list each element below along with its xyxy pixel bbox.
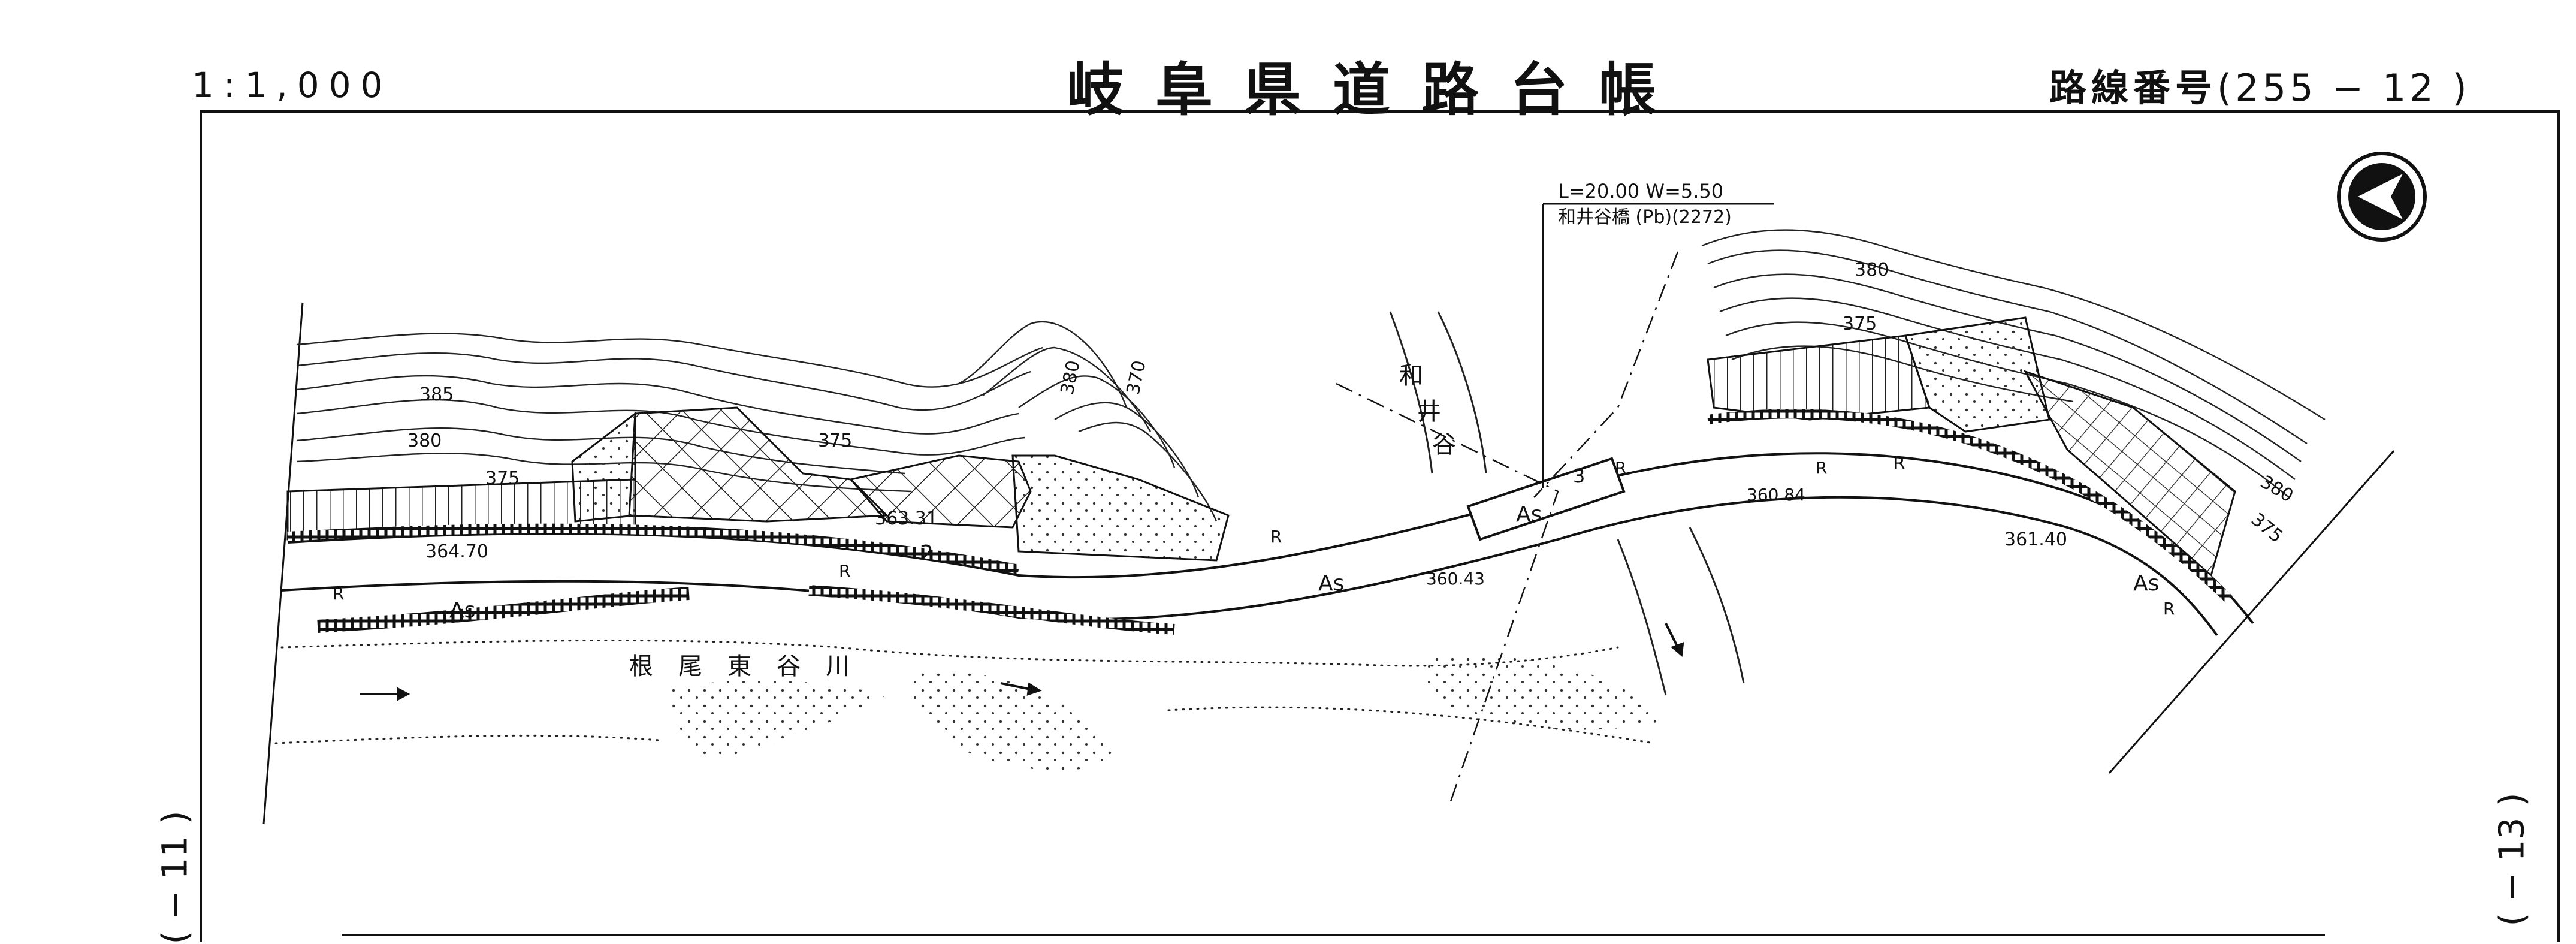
sandbar	[1424, 656, 1666, 730]
stream-label-2: 井	[1417, 398, 1441, 426]
river-name: 根尾東谷川	[629, 653, 875, 680]
pavement-label: As	[449, 598, 475, 623]
contour-elevation: 375	[2247, 509, 2287, 547]
slope-area-hatched	[1707, 334, 1931, 421]
sandbar	[911, 670, 1121, 771]
contour-elevation: 385	[419, 384, 454, 405]
contour-elevation: 370	[1123, 358, 1150, 396]
contour-elevation: 375	[818, 430, 852, 451]
slope-area-dotted	[1011, 454, 1230, 562]
road-edge-wall	[317, 587, 690, 633]
map-scale: 1:1,000	[192, 65, 392, 105]
road-edge-wall	[808, 585, 1175, 635]
contour-elevation: 380	[407, 430, 442, 451]
slope-area-dotted	[1904, 316, 2050, 433]
road-outline	[281, 452, 2254, 637]
pavement-label: As	[1318, 571, 1344, 596]
spot-elevation: 361.40	[2004, 529, 2067, 550]
centerline	[1336, 382, 1559, 804]
route-number-label: 路線番号	[2049, 66, 2218, 110]
symbol-r: R	[839, 561, 850, 581]
boundary-line	[262, 302, 304, 825]
boundary-line	[2108, 450, 2395, 774]
spot-elevation: 364.70	[425, 541, 488, 562]
symbol-r: R	[1816, 458, 1827, 478]
route-number: 路線番号(255 − 12 )	[2049, 58, 2471, 111]
contour-elevation: 380	[1057, 358, 1085, 396]
symbol-r: R	[1270, 527, 1282, 547]
spot-elevation: 360.84	[1747, 485, 1805, 505]
road-number: 2	[920, 541, 934, 566]
contour-elevation: 380	[1855, 260, 1889, 281]
stream-lines	[1389, 311, 1745, 696]
pavement-label: As	[2133, 571, 2159, 596]
symbol-r: R	[1615, 458, 1626, 478]
map-frame	[200, 110, 2560, 942]
bridge-number: 3	[1573, 465, 1585, 487]
road-edge-wall	[1707, 409, 2233, 603]
slope-area-hatched	[2023, 370, 2236, 577]
road-edge-wall	[287, 523, 1020, 574]
route-number-value: (255 − 12 )	[2217, 66, 2471, 110]
flow-arrow-icon	[360, 623, 1684, 701]
spot-elevation: 360.43	[1426, 569, 1485, 589]
contour-elevation: 375	[1843, 313, 1877, 334]
symbol-r: R	[333, 584, 344, 604]
slope-area-hatched	[628, 406, 889, 523]
stream-label-1: 和	[1399, 362, 1423, 390]
stream-label-3: 谷	[1432, 431, 1456, 459]
centerline	[1533, 251, 1679, 498]
contour-elevation: 375	[485, 468, 520, 489]
symbol-r: R	[2163, 599, 2175, 619]
bridge-name: 和井谷橋 (Pb)(2272)	[1558, 207, 1732, 228]
symbol-r: R	[1894, 453, 1905, 473]
spot-elevation: 363.31	[875, 508, 938, 529]
sandbar	[671, 680, 887, 758]
bridge-structure	[1466, 457, 1626, 541]
north-arrow-icon	[2337, 152, 2427, 242]
bridge-dimensions: L=20.00 W=5.50	[1558, 180, 1723, 203]
pavement-label: As	[1516, 502, 1542, 527]
